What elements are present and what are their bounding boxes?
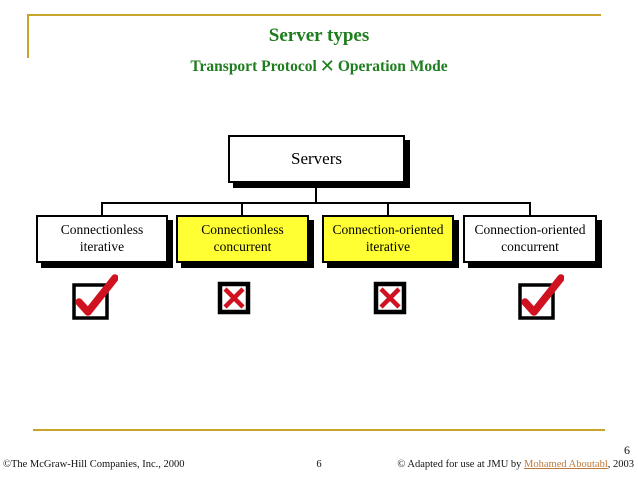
node-label-line1: Connection-oriented (474, 222, 586, 238)
node-label-line1: Connection-oriented (332, 222, 444, 238)
footer-copyright: ©The McGraw-Hill Companies, Inc., 2000 (3, 459, 185, 470)
subtitle-right-text: Operation Mode (337, 58, 448, 75)
node-servers: Servers (228, 135, 405, 183)
checkmark-icon (518, 274, 564, 320)
connector-drop-4 (529, 203, 531, 216)
slide-subtitle: Transport Protocol✕Operation Mode (0, 56, 638, 77)
cross-icon (217, 281, 251, 315)
gold-frame-top (27, 14, 601, 16)
connector-horizontal (101, 202, 531, 204)
node-label-line2: iterative (365, 239, 411, 254)
checkmark-icon (72, 274, 118, 320)
footer-attribution-prefix: © Adapted for use at JMU by (397, 459, 525, 470)
mark-slot-2 (210, 272, 262, 320)
mark-slot-4 (512, 272, 564, 320)
multiplication-icon: ✕ (319, 56, 335, 77)
connector-drop-2 (241, 203, 243, 216)
footer-attribution-suffix: , 2003 (607, 459, 634, 470)
node-label-line1: Connectionless (60, 222, 144, 238)
node-label-line1: Connectionless (201, 222, 284, 238)
slide-title: Server types (268, 25, 370, 46)
connector-root-vertical (315, 183, 317, 203)
mark-slot-1 (66, 272, 118, 320)
footer-attribution: © Adapted for use at JMU by Mohamed Abou… (397, 459, 634, 470)
cross-icon (373, 281, 407, 315)
node-label-line2: concurrent (501, 239, 559, 254)
subtitle-left-text: Transport Protocol (190, 58, 317, 75)
node-label-line2: concurrent (213, 239, 272, 254)
node-connectionless-iterative: Connectionless iterative (36, 215, 168, 263)
slide-number: 6 (624, 443, 630, 457)
connector-drop-3 (387, 203, 389, 216)
footer-page-number: 6 (316, 459, 322, 470)
node-label-line2: iterative (79, 239, 125, 254)
node-connection-oriented-iterative: Connection-oriented iterative (322, 215, 454, 263)
node-connectionless-concurrent: Connectionless concurrent (176, 215, 309, 263)
node-connection-oriented-concurrent: Connection-oriented concurrent (463, 215, 597, 263)
mark-slot-3 (366, 272, 418, 320)
node-servers-label: Servers (291, 149, 342, 168)
footer-divider-line (33, 429, 605, 431)
gold-frame-left (27, 14, 29, 58)
connector-drop-1 (101, 203, 103, 216)
author-link[interactable]: Mohamed Aboutabl (524, 459, 608, 470)
